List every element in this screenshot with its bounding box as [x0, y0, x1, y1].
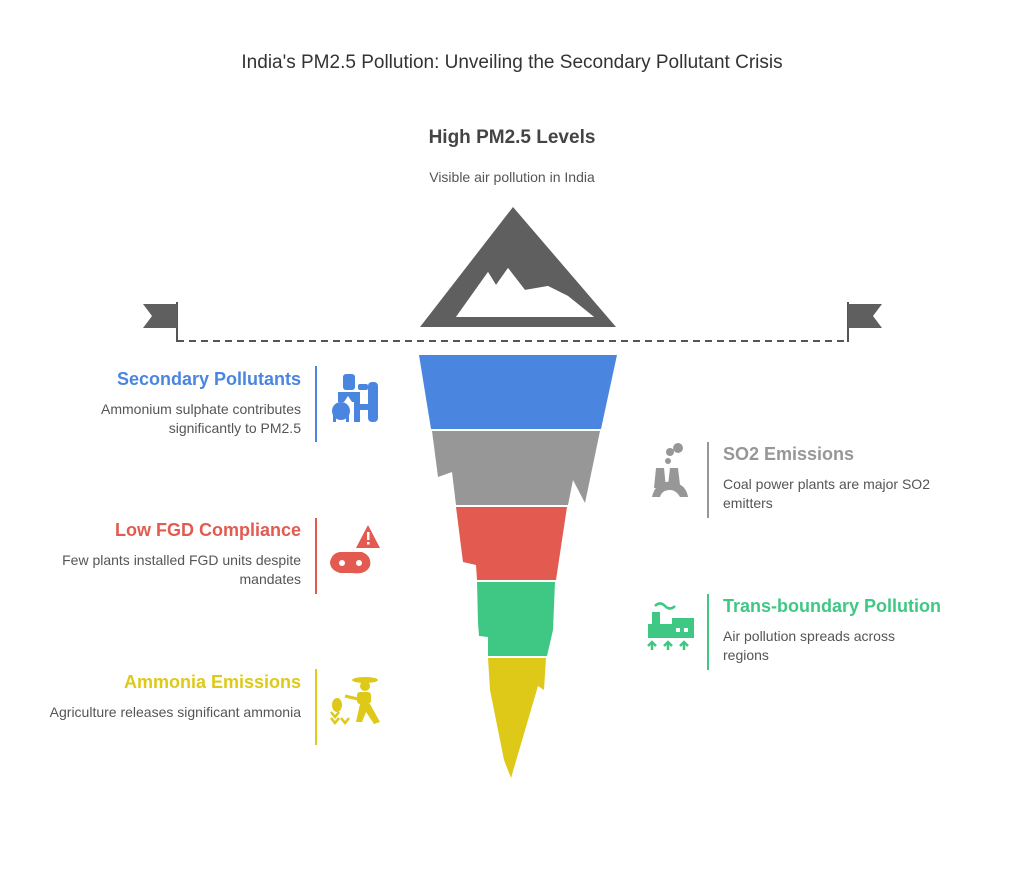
item-description: Air pollution spreads across regions	[723, 628, 895, 663]
divider-so2	[707, 442, 709, 518]
page-title: India's PM2.5 Pollution: Unveiling the S…	[241, 52, 783, 73]
item-transboundary-pollution: Trans-boundary Pollution Air pollution s…	[723, 596, 993, 665]
item-low-fgd-compliance: Low FGD Compliance Few plants installed …	[41, 520, 301, 589]
right-flag-icon	[847, 302, 882, 342]
item-heading: SO2 Emissions	[723, 444, 855, 464]
iceberg-layer-green	[477, 582, 555, 656]
item-description: Few plants installed FGD units despite m…	[62, 552, 301, 587]
item-heading: Trans-boundary Pollution	[723, 596, 942, 616]
divider-transboundary	[707, 594, 709, 670]
iceberg-layer-yellow	[488, 658, 546, 778]
item-heading: Low FGD Compliance	[114, 520, 301, 540]
iceberg-layer-red	[456, 507, 567, 580]
top-description: Visible air pollution in India	[429, 169, 595, 185]
warning-conveyor-icon	[330, 525, 380, 574]
divider-fgd	[315, 518, 317, 594]
iceberg-layer-blue	[419, 355, 617, 429]
item-ammonia-emissions: Ammonia Emissions Agriculture releases s…	[41, 672, 301, 722]
iceberg-layer-gray	[432, 431, 600, 505]
left-flag-icon	[143, 302, 178, 342]
farmer-icon	[330, 677, 380, 726]
item-description: Coal power plants are major SO2 emitters	[723, 476, 930, 511]
divider-ammonia	[315, 669, 317, 745]
item-secondary-pollutants: Secondary Pollutants Ammonium sulphate c…	[41, 369, 301, 438]
mountain-icon	[420, 207, 616, 327]
top-heading: High PM2.5 Levels	[428, 127, 596, 148]
item-description: Agriculture releases significant ammonia	[49, 704, 301, 720]
factory-icon	[332, 374, 378, 422]
divider-secondary	[315, 366, 317, 442]
item-heading: Ammonia Emissions	[123, 672, 301, 692]
item-description: Ammonium sulphate contributes significan…	[101, 401, 301, 436]
item-heading: Secondary Pollutants	[116, 369, 301, 389]
power-plant-icon	[652, 443, 688, 497]
item-so2-emissions: SO2 Emissions Coal power plants are majo…	[723, 444, 993, 513]
industry-spread-icon	[647, 602, 694, 650]
